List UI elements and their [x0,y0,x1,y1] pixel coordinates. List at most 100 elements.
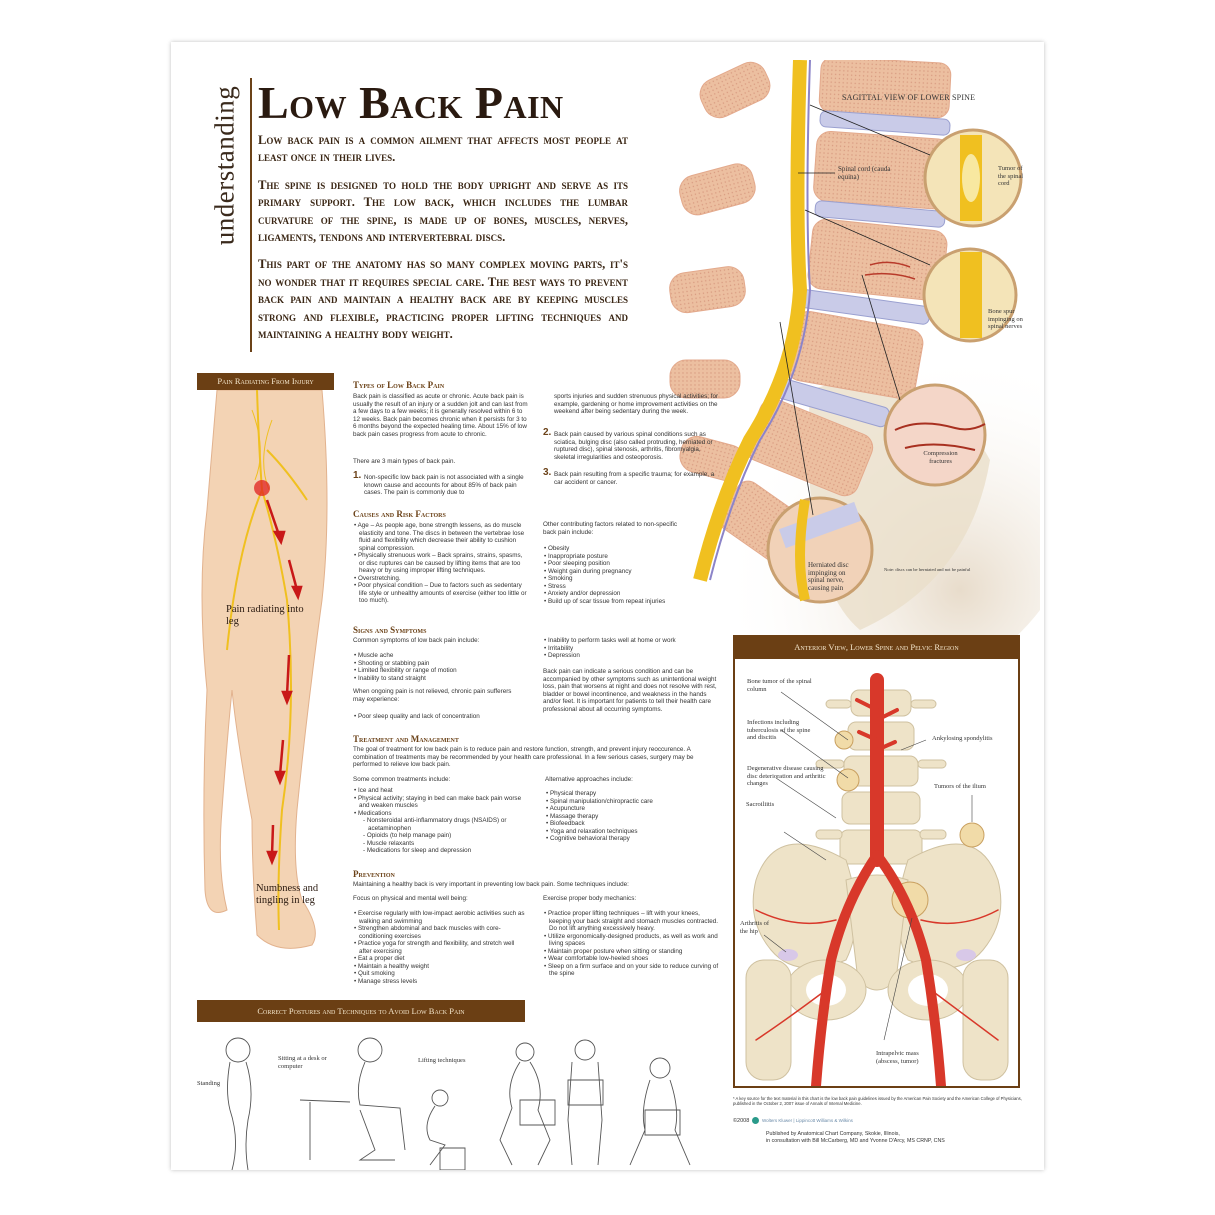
list-item: Wear comfortable low-heeled shoes [543,955,723,963]
list-item: Smoking [543,575,718,583]
list-item: Eat a proper diet [353,955,528,963]
publisher: Published by Anatomical Chart Company, S… [766,1131,900,1137]
pain-panel-title: Pain Radiating From Injury [197,373,334,390]
list-item: Inability to stand straight [353,675,528,683]
list-item: Muscle relaxants [363,840,528,848]
medications-list: Nonsteroidal anti-inflammatory drugs (NS… [353,817,528,855]
postures-illustration [225,1037,691,1170]
item-number: 3. [543,467,552,478]
copyright: ©2008 [733,1118,750,1124]
list-item: Utilize ergonomically-designed products,… [543,933,723,948]
anterior-title: Anterior View, Lower Spine and Pelvic Re… [733,635,1020,659]
causes-other-lead: Other contributing factors related to no… [543,521,678,536]
title-divider [250,78,252,352]
intro-paragraph: The spine is designed to hold the body u… [258,177,628,245]
list-item: Medications [353,810,528,818]
list-item: Poor sleeping position [543,560,718,568]
list-item: Biofeedback [545,820,720,828]
signs-heading: Signs and Symptoms [353,625,427,635]
label-bone-tumor: Bone tumor of the spinal column [747,678,812,693]
label-infections: Infections including tuberculosis of the… [747,719,811,741]
label-standing: Standing [197,1080,221,1087]
label-spinal-cord: Spinal cord (cauda equina) [838,165,891,181]
list-item: Cognitive behavioral therapy [545,835,720,843]
list-item: Physical therapy [545,790,720,798]
intro: Low back pain is a common ailment that a… [258,132,628,353]
list-item: Build up of scar tissue from repeat inju… [543,598,718,606]
type-item-3: 3.Back pain resulting from a specific tr… [543,468,720,486]
signs-lead: Common symptoms of low back pain include… [353,637,480,644]
prevention-focus-list: Exercise regularly with low-impact aerob… [353,910,528,985]
footnote: * A key source for the text material in … [733,1096,1022,1107]
intro-paragraph: This part of the anatomy has so many com… [258,257,628,342]
list-item: Nonsteroidal anti-inflammatory drugs (NS… [363,817,528,832]
item-text: Non-specific low back pain is not associ… [364,474,524,496]
label-sacroiliitis: Sacroiliitis [746,801,775,808]
signs-warning: Back pain can indicate a serious conditi… [543,668,717,713]
list-item: Spinal manipulation/chiropractic care [545,798,720,806]
prevention-heading: Prevention [353,869,395,879]
list-item: Massage therapy [545,813,720,821]
list-item: Yoga and relaxation techniques [545,828,720,836]
label-sitting: Sitting at a desk or computer [278,1055,327,1070]
causes-heading: Causes and Risk Factors [353,509,446,519]
list-item: Strengthen abdominal and back muscles wi… [353,925,528,940]
list-item: Inappropriate posture [543,553,718,561]
list-item: Weight gain during pregnancy [543,568,718,576]
spinal-cord [693,60,808,582]
label-bone-spur: Bone spur impinging on spinal nerves [988,308,1023,330]
list-item: Ice and heat [353,787,528,795]
prevention-intro: Maintaining a healthy back is very impor… [353,881,629,888]
treatment-common-lead: Some common treatments include: [353,776,451,783]
treatment-common-list: Ice and heatPhysical activity; staying i… [353,787,528,817]
list-item: Opioids (to help manage pain) [363,832,528,840]
list-item: Overstretching. [353,575,528,583]
label-ankylosing: Ankylosing spondylitis [932,735,993,742]
item-text: Back pain resulting from a specific trau… [554,471,715,486]
sagittal-spine-illustration [669,60,1040,650]
label-compression: Compression fractures [923,450,958,465]
types-lead: There are 3 main types of back pain. [353,458,456,465]
prevention-mech-lead: Exercise proper body mechanics: [543,895,637,902]
intro-paragraph: Low back pain is a common ailment that a… [258,133,628,165]
publisher-brand: Wolters Kluwer | Lippincott Williams & W… [762,1118,853,1123]
treatment-alt-list: Physical therapySpinal manipulation/chir… [545,790,720,843]
treatment-common: Ice and heatPhysical activity; staying i… [353,787,528,855]
type-item-1-cont: sports injuries and sudden strenuous phy… [554,393,720,416]
type-item-2: 2.Back pain caused by various spinal con… [543,428,720,461]
anterior-pelvis-illustration [745,673,1009,1086]
list-item: Medications for sleep and depression [363,847,528,855]
sagittal-title: Sagittal View of Lower Spine [842,93,976,102]
list-item: Stress [543,583,718,591]
list-item: Physically strenuous work – Back sprains… [353,552,528,575]
item-number: 1. [353,470,362,481]
label-intrapelvic: Intrapelvic mass (abscess, tumor) [876,1050,919,1065]
signs-chronic-list: Poor sleep quality and lack of concentra… [353,713,528,721]
label-degenerative: Degenerative disease causing disc deteri… [747,765,826,787]
item-text: Back pain caused by various spinal condi… [554,431,713,461]
list-item: Age – As people age, bone strength lesse… [353,522,528,552]
list-item: Acupuncture [545,805,720,813]
label-lifting: Lifting techniques [418,1057,466,1064]
list-item: Anxiety and/or depression [543,590,718,598]
label-numbness: Numbness and tingling in leg [256,883,319,906]
types-heading: Types of Low Back Pain [353,380,445,390]
type-item-1: 1.Non-specific low back pain is not asso… [353,471,530,497]
label-tumors-ilium: Tumors of the ilium [934,783,986,790]
signs-chronic-list-2: Inability to perform tasks well at home … [543,637,718,660]
list-item: Maintain proper posture when sitting or … [543,948,723,956]
label-herniated: Herniated disc impinging on spinal nerve… [808,561,849,592]
prevention-mech-list: Practice proper lifting techniques – lif… [543,910,723,978]
list-item: Maintain a healthy weight [353,963,528,971]
causes-other-list: ObesityInappropriate posturePoor sleepin… [543,545,718,605]
label-note: Note: discs can be herniated and not be … [884,567,971,572]
list-item: Practice proper lifting techniques – lif… [543,910,723,933]
list-item: Manage stress levels [353,978,528,986]
list-item: Inability to perform tasks well at home … [543,637,718,645]
item-text: sports injuries and sudden strenuous phy… [554,393,719,415]
causes-list: Age – As people age, bone strength lesse… [353,522,528,605]
discs [770,110,951,428]
list-item: Obesity [543,545,718,553]
list-item: Sleep on a firm surface and on your side… [543,963,723,978]
vertebrae [669,60,952,575]
